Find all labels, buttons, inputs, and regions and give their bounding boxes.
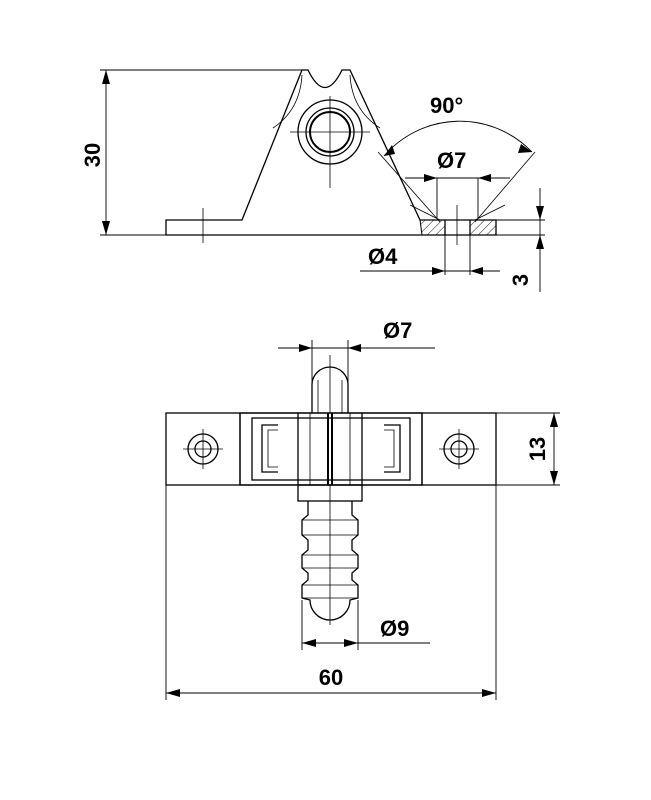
dim-o9-arrow-right: [344, 639, 358, 647]
side-fillet-left: [272, 74, 303, 129]
side-countersink-left: [409, 204, 441, 221]
dim-13-arrow-bottom: [550, 471, 558, 485]
angle-arc: [383, 120, 533, 157]
plan-bracket-right-inner: [384, 429, 395, 468]
plan-pin-top-label: Ø7: [383, 318, 412, 343]
plan-width-label: 13: [525, 437, 550, 461]
angle-leg-left: [377, 151, 441, 223]
dim-o9-arrow-left: [302, 639, 316, 647]
side-countersink-right: [474, 204, 506, 221]
angle-arrow-right: [518, 144, 532, 153]
dim-13-arrow-top: [550, 413, 558, 427]
plan-length-label: 60: [319, 665, 343, 690]
dim-o7-arrow-right: [478, 174, 491, 182]
angle-leg-right: [474, 151, 536, 223]
plan-barb-label: Ø9: [380, 616, 409, 641]
dim-o7-arrow-left: [424, 174, 437, 182]
plan-bracket-right: [384, 424, 401, 473]
dim-30-arrow-top: [102, 70, 110, 84]
dim-plan-o7-arrow-right: [348, 344, 361, 352]
side-hole-bottom-label: Ø4: [368, 244, 398, 269]
side-thickness-label: 3: [508, 274, 533, 286]
plan-view: Ø7 13 Ø9 60: [165, 318, 560, 700]
dim-3-arrow-top: [536, 206, 544, 220]
dim-60-arrow-left: [166, 689, 180, 697]
side-view: 30 90° Ø7 Ø4 3: [80, 69, 545, 292]
side-base-plate: [165, 69, 497, 236]
dim-30-arrow-bottom: [102, 221, 110, 235]
angle-arrow-left: [384, 145, 395, 156]
side-hole-top-label: Ø7: [437, 148, 466, 173]
plan-bracket-left: [261, 424, 278, 473]
side-height-label: 30: [80, 143, 105, 167]
dim-3-arrow-bottom: [536, 235, 544, 249]
dim-o4-arrow-left: [432, 267, 445, 275]
side-section-hatch-left: [419, 219, 446, 236]
side-fillet-right: [349, 74, 381, 129]
side-angle-label: 90°: [430, 93, 463, 118]
dim-plan-o7-arrow-left: [299, 344, 312, 352]
side-section-hatch-right: [469, 219, 497, 236]
plan-bracket-left-inner: [267, 429, 278, 468]
dim-o4-arrow-right: [470, 267, 483, 275]
dim-60-arrow-right: [482, 689, 496, 697]
